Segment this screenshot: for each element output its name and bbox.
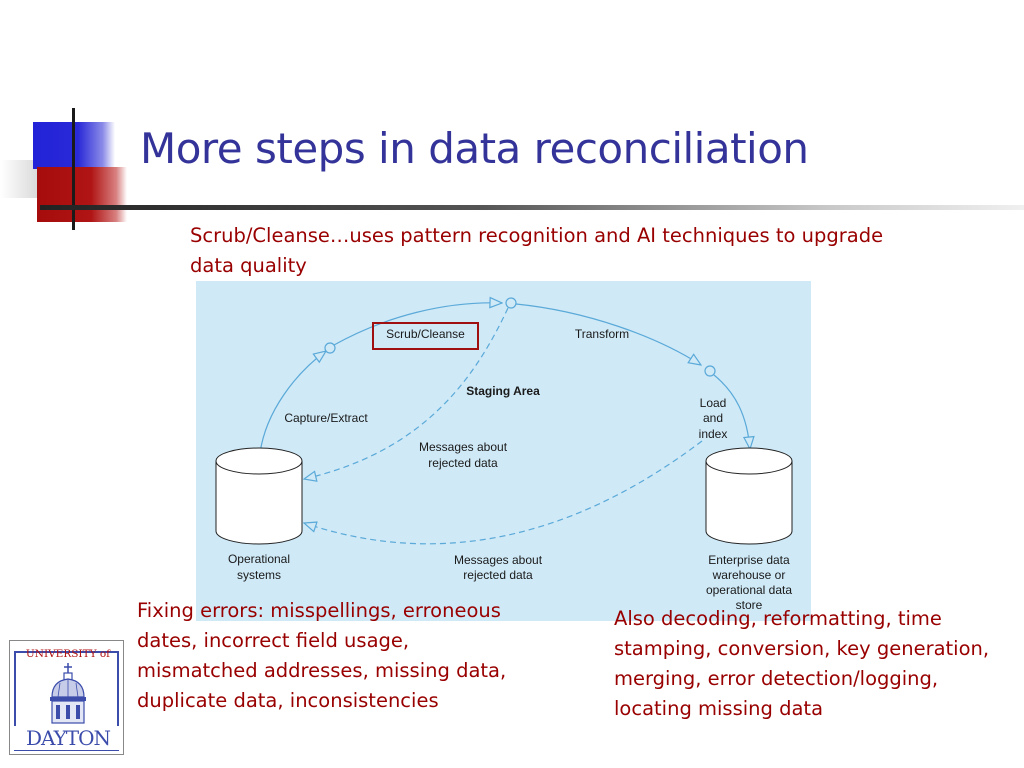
operational-label-line1: Operational xyxy=(228,552,290,566)
fixing-errors-note: Fixing errors: misspellings, erroneous d… xyxy=(137,599,507,712)
enterprise-label-line3: operational data xyxy=(706,583,792,597)
scrub-cleanse-label: Scrub/Cleanse xyxy=(386,327,465,341)
data-reconciliation-diagram: Scrub/Cleanse Transform Staging Area Cap… xyxy=(196,281,811,621)
scrub-description: Scrub/Cleanse…uses pattern recognition a… xyxy=(190,224,884,277)
capture-node xyxy=(324,342,336,354)
staging-area-label: Staging Area xyxy=(466,384,540,398)
messages-upper-line1: Messages about xyxy=(419,440,508,454)
rejected-data-path-upper xyxy=(304,307,509,479)
transform-label: Transform xyxy=(575,327,629,341)
scrub-cleanse-highlight xyxy=(372,322,479,350)
rejected-data-path-lower xyxy=(304,440,703,545)
enterprise-label-line4: store xyxy=(736,598,763,612)
decor-vertical-line xyxy=(72,108,75,230)
transform-flow-line xyxy=(515,303,701,365)
decor-red-square xyxy=(37,167,127,222)
operational-systems-cylinder xyxy=(215,447,303,545)
logo-frame xyxy=(14,651,119,751)
transform-node xyxy=(704,365,716,377)
load-label: Load xyxy=(700,396,727,410)
chapel-dome-icon xyxy=(50,663,86,724)
messages-upper-line2: rejected data xyxy=(428,456,498,470)
slide-title: More steps in data reconciliation xyxy=(140,124,809,173)
index-label: index xyxy=(699,427,728,441)
load-flow-line xyxy=(713,374,750,449)
enterprise-label-line1: Enterprise data xyxy=(708,553,790,567)
scrub-node xyxy=(505,297,517,309)
logo-bottom-text: DAYTON xyxy=(14,726,122,750)
operational-label-line2: systems xyxy=(237,568,281,582)
capture-extract-label: Capture/Extract xyxy=(284,411,368,425)
enterprise-warehouse-cylinder xyxy=(705,447,793,545)
additional-steps-note: Also decoding, reformatting, time stampi… xyxy=(614,607,990,720)
and-label: and xyxy=(703,411,723,425)
diagram-background xyxy=(196,281,811,621)
scrub-flow-line xyxy=(333,303,502,346)
capture-flow-line xyxy=(259,351,326,454)
university-logo: UNIVERSITY of DAYTON xyxy=(9,640,124,755)
title-underline xyxy=(40,205,1024,210)
enterprise-label-line2: warehouse or xyxy=(712,568,786,582)
logo-top-text: UNIVERSITY of xyxy=(25,648,111,660)
messages-lower-line1: Messages about xyxy=(454,553,543,567)
messages-lower-line2: rejected data xyxy=(463,568,533,582)
